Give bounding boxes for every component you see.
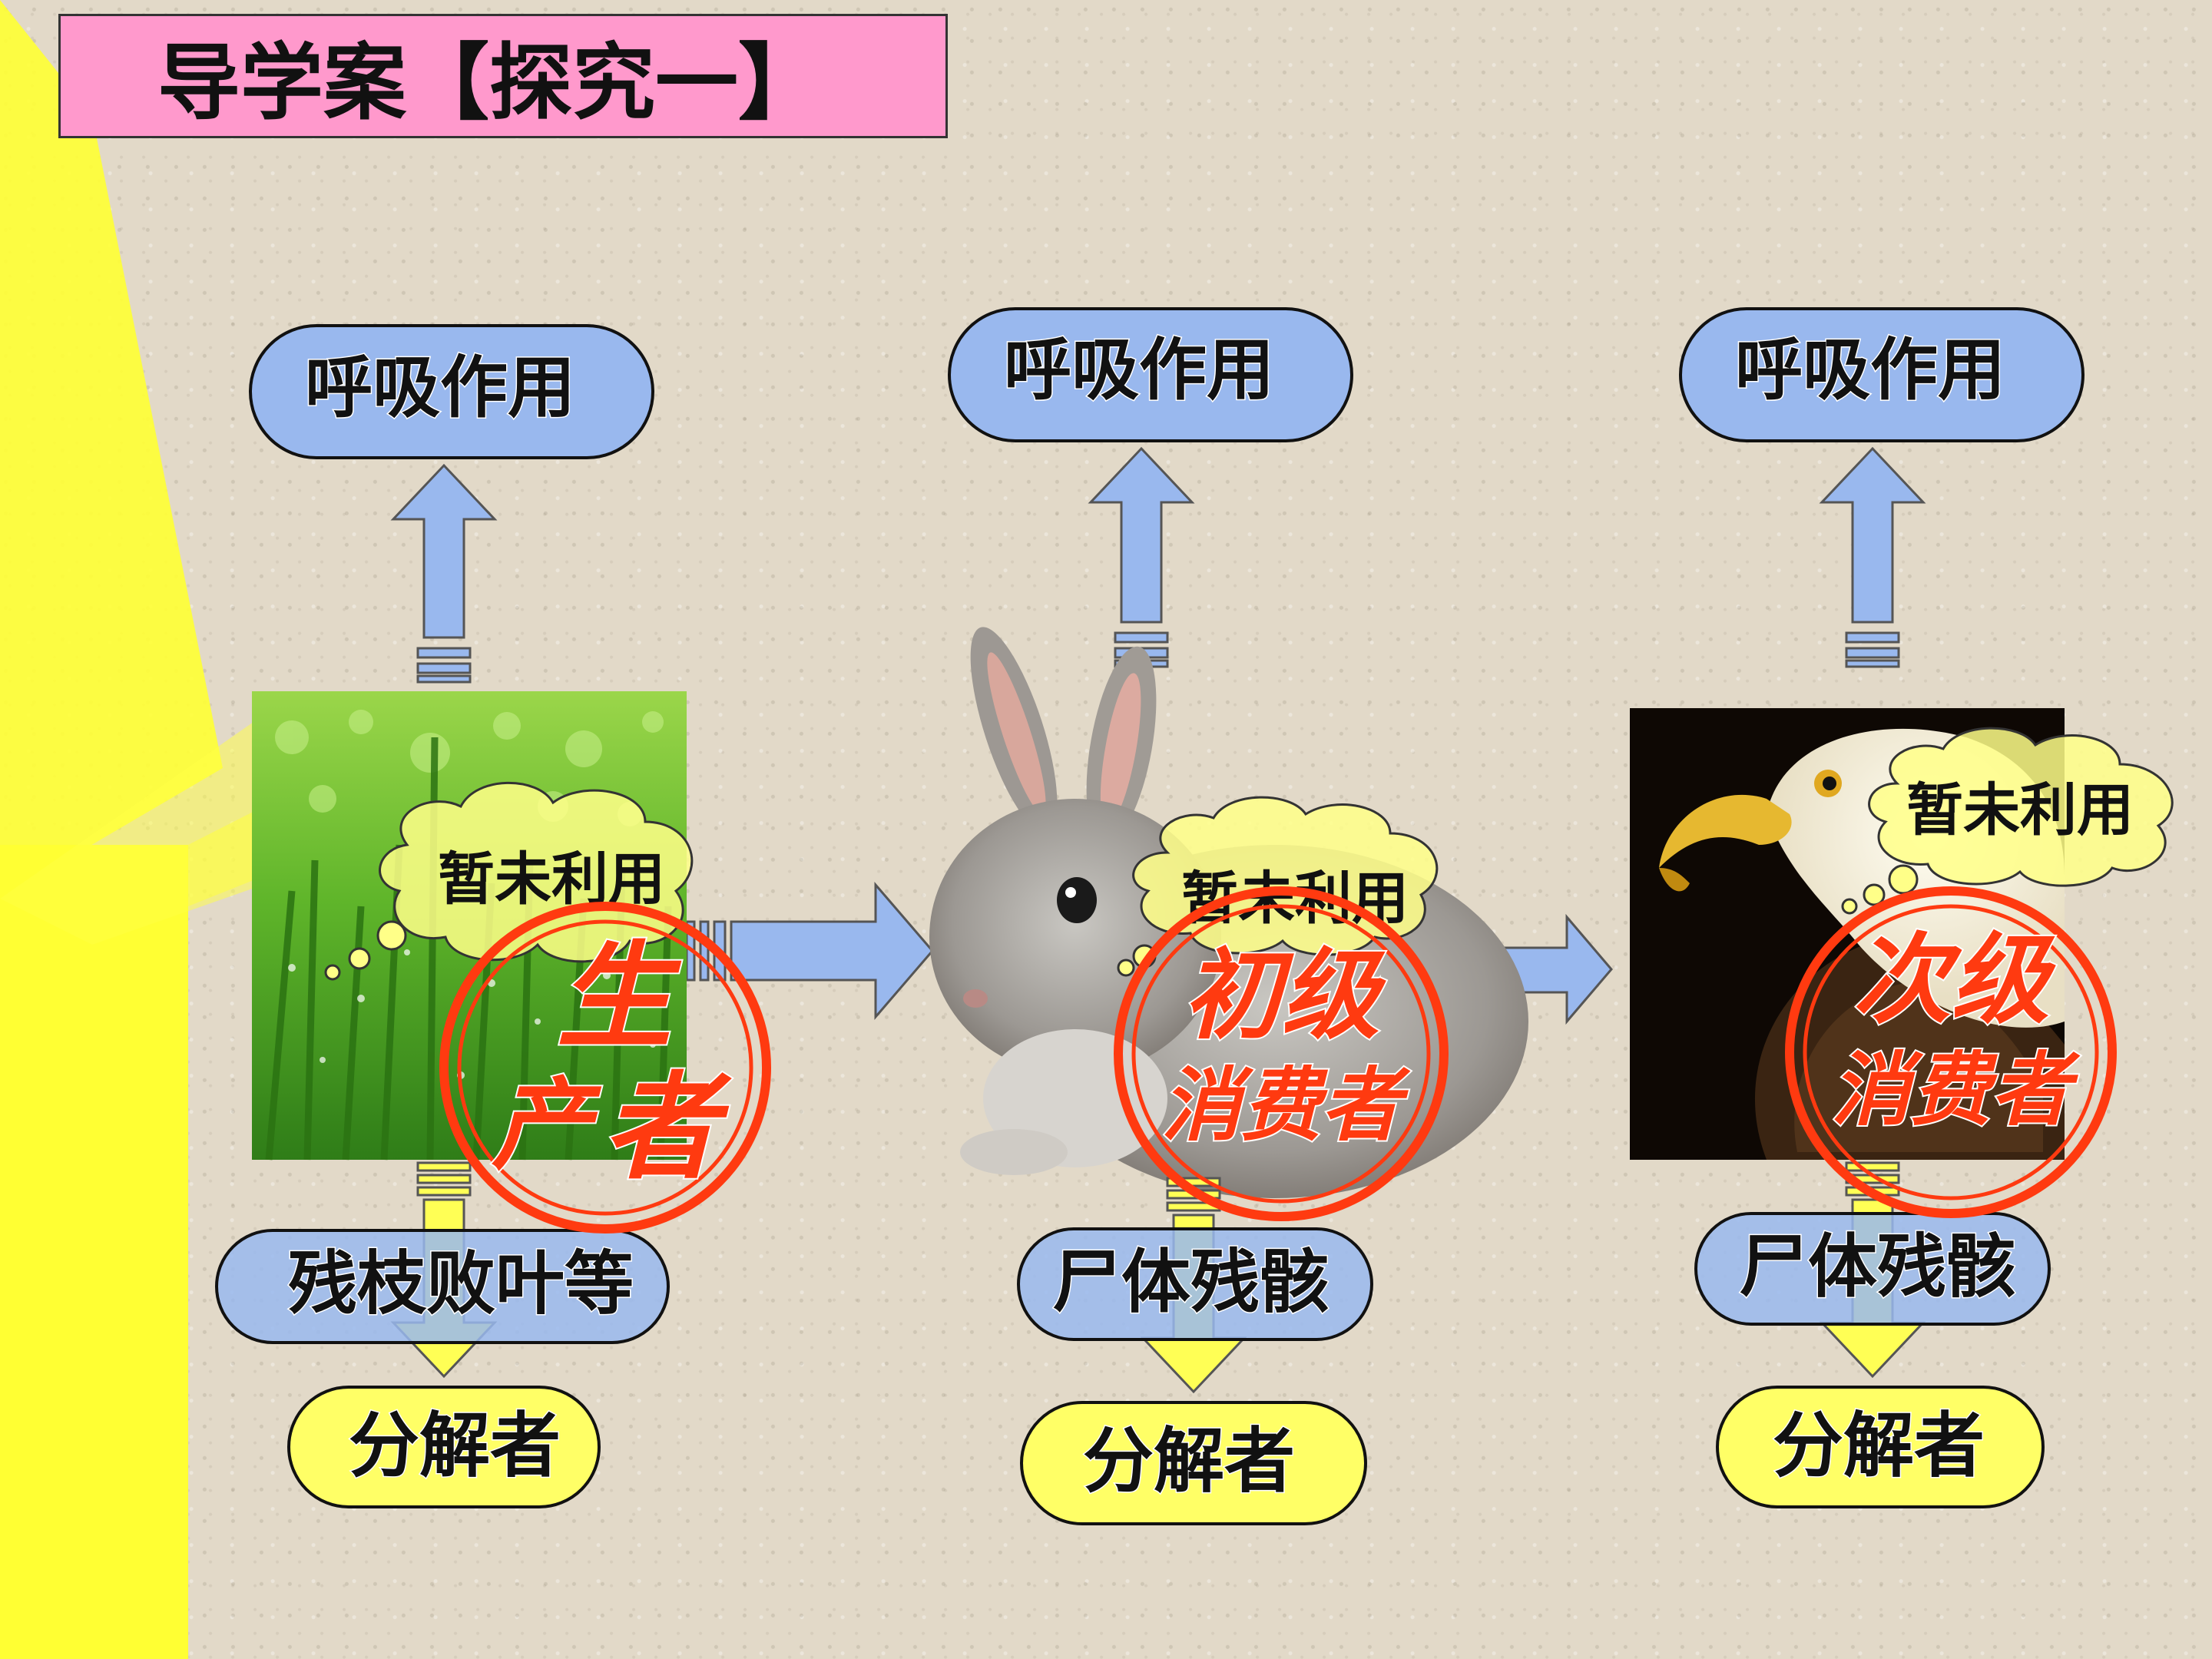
remains-node-3: 尸体残骸 xyxy=(1696,1214,2049,1324)
respiration-label-2: 呼吸作用 xyxy=(1004,330,1274,409)
decomposer-node-3: 分解者 xyxy=(1717,1387,2043,1507)
producer-stamp-char-1: 生 xyxy=(557,929,682,1065)
respiration-label-3: 呼吸作用 xyxy=(1735,330,2005,409)
secondary-consumer-stamp: 次级 消费者 xyxy=(1790,891,2112,1214)
producer-stamp: 生 产 者 xyxy=(444,906,767,1229)
respiration-label-1: 呼吸作用 xyxy=(305,348,575,427)
remains-label-2: 尸体残骸 xyxy=(1052,1242,1329,1323)
decomposer-label-3: 分解者 xyxy=(1773,1405,1985,1487)
page-title: 导学案【探究一】 xyxy=(58,14,948,138)
right-arrow-1 xyxy=(687,885,932,1017)
page-title-text: 导学案【探究一】 xyxy=(157,16,821,136)
primary-stamp-line-2: 消费者 xyxy=(1161,1058,1411,1152)
remains-label-1: 残枝败叶等 xyxy=(288,1243,634,1324)
remains-node-1: 残枝败叶等 xyxy=(217,1230,668,1343)
secondary-stamp-line-2: 消费者 xyxy=(1831,1042,2081,1137)
respiration-node-1: 呼吸作用 xyxy=(250,326,653,458)
up-arrow-3 xyxy=(1822,449,1923,667)
up-arrow-2 xyxy=(1091,449,1192,667)
secondary-stamp-line-1: 次级 xyxy=(1853,922,2056,1038)
respiration-node-3: 呼吸作用 xyxy=(1681,309,2083,441)
up-arrow-1 xyxy=(393,465,495,682)
decomposer-label-1: 分解者 xyxy=(349,1405,561,1487)
decomposer-node-1: 分解者 xyxy=(289,1387,599,1507)
respiration-node-2: 呼吸作用 xyxy=(949,309,1352,441)
producer-stamp-char-2: 产 xyxy=(492,1066,602,1184)
decomposer-node-2: 分解者 xyxy=(1022,1402,1366,1524)
unused-label-3: 暂未利用 xyxy=(1906,777,2134,843)
producer-stamp-char-3: 者 xyxy=(603,1060,732,1195)
primary-stamp-line-1: 初级 xyxy=(1183,938,1386,1053)
unused-label-1: 暂未利用 xyxy=(438,846,665,912)
remains-label-3: 尸体残骸 xyxy=(1739,1227,2015,1307)
remains-node-2: 尸体残骸 xyxy=(1018,1229,1372,1339)
decomposer-label-2: 分解者 xyxy=(1083,1420,1295,1502)
